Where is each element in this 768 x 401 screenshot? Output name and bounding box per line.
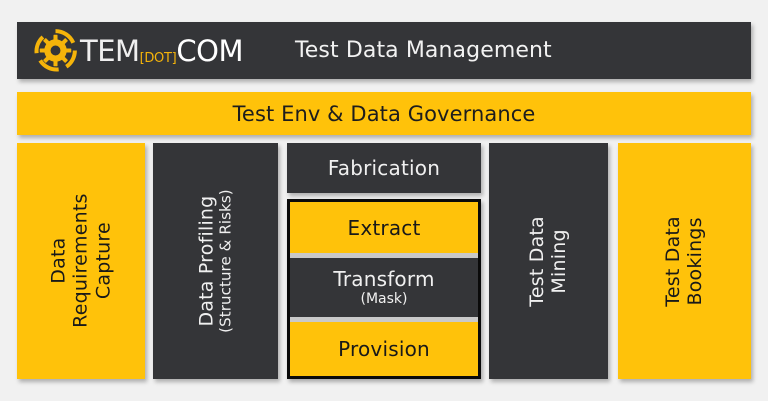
stage-transform-label: Transform [333, 266, 435, 291]
stage-fabrication-label: Fabrication [327, 156, 441, 180]
pillar-data-requirements-capture[interactable]: Data Requirements Capture [17, 143, 145, 379]
pillar-label: Test Data Bookings [662, 216, 707, 307]
etl-group: Extract Transform (Mask) Provision [287, 199, 481, 379]
pillar-label-line1: Test Data [662, 215, 685, 307]
logo-wordmark: TEM[DOT]COM [80, 34, 243, 68]
logo-text-tem: TEM [80, 33, 140, 68]
stage-extract[interactable]: Extract [290, 202, 478, 253]
stage-transform-sub: (Mask) [360, 290, 408, 307]
governance-label: Test Env & Data Governance [232, 101, 536, 126]
center-process-stack: Fabrication Extract Transform (Mask) Pro… [287, 143, 481, 379]
pillar-label-line1: Data Profiling [195, 195, 218, 327]
stage-fabrication[interactable]: Fabrication [287, 143, 481, 193]
pillar-label-sub: (Structure & Risks) [216, 189, 235, 333]
stage-extract-label: Extract [347, 215, 421, 240]
pillar-label: Test Data Mining [526, 216, 571, 307]
pillar-label: Data Profiling (Structure & Risks) [195, 189, 235, 333]
pillar-label-line2: Requirements [69, 193, 92, 329]
pillar-test-data-bookings[interactable]: Test Data Bookings [618, 143, 751, 379]
logo[interactable]: TEM[DOT]COM [33, 28, 243, 73]
logo-text-dot: [DOT] [139, 50, 177, 66]
pillar-label-line3: Capture [92, 222, 115, 300]
logo-text-com: COM [176, 33, 243, 68]
stage-transform[interactable]: Transform (Mask) [290, 258, 478, 317]
governance-band: Test Env & Data Governance [17, 92, 751, 135]
gear-icon [34, 29, 77, 72]
pillar-label-line1: Data [47, 237, 70, 285]
pillar-data-profiling[interactable]: Data Profiling (Structure & Risks) [153, 143, 278, 379]
pillar-test-data-mining[interactable]: Test Data Mining [489, 143, 608, 379]
stage-provision[interactable]: Provision [290, 322, 478, 376]
header-bar: TEM[DOT]COM Test Data Management [17, 22, 751, 79]
pillar-label-line2: Mining [548, 228, 571, 294]
stage-provision-label: Provision [338, 337, 430, 361]
pillar-label-line1: Test Data [526, 215, 549, 307]
page-title: Test Data Management [295, 38, 552, 63]
pillar-label: Data Requirements Capture [47, 194, 114, 329]
pillar-label-line2: Bookings [684, 216, 707, 306]
